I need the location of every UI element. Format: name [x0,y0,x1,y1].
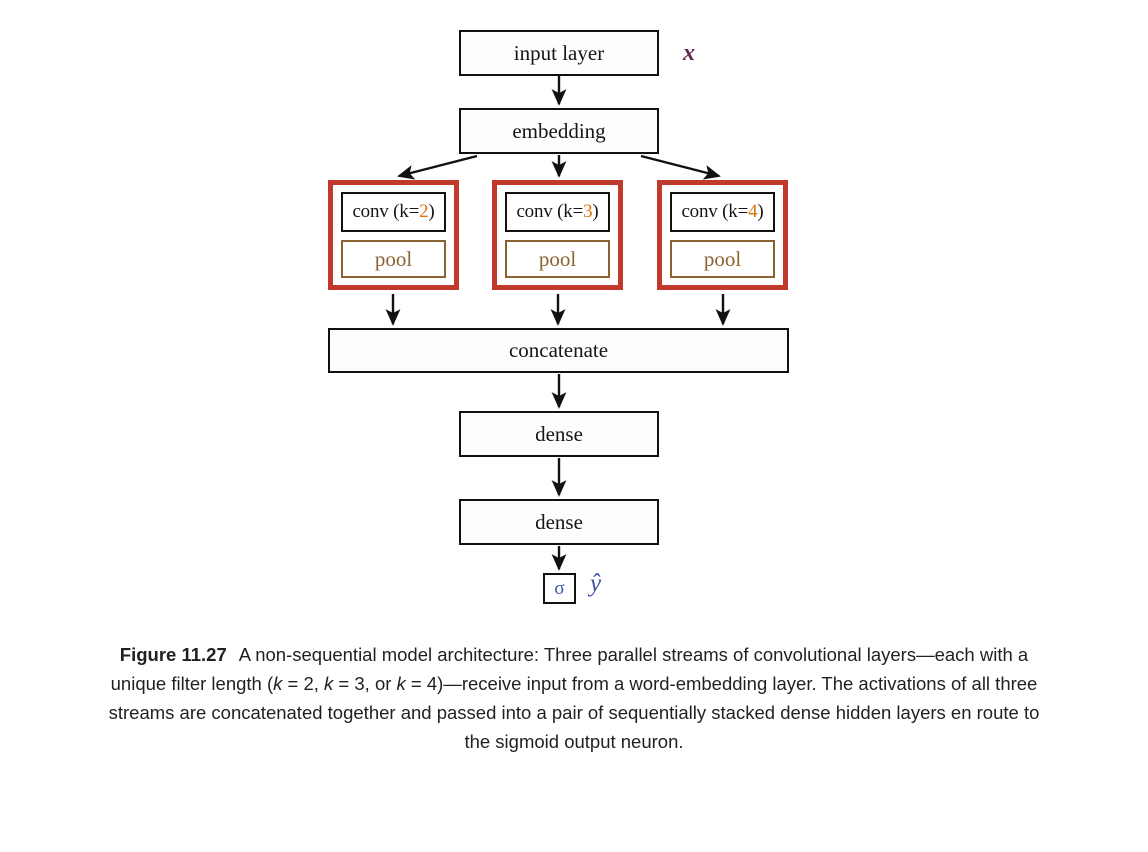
caption-k-3: k [396,673,406,694]
caption-line-2-c: = 3, or [333,673,397,694]
conv-label-prefix: conv (k= [352,201,420,222]
caption-line-3: input from a word-embedding layer. The a… [108,673,1038,723]
caption-line-1: A non-sequential model architecture: Thr… [238,644,749,665]
node-concatenate-label: concatenate [508,338,609,362]
conv-box-k3[interactable]: conv (k=3) [505,192,610,232]
pool-label: pool [374,246,413,271]
pool-box-k3[interactable]: pool [505,240,610,278]
conv-k-value: 2 [419,201,429,222]
caption-line-2-b: = 2, [282,673,325,694]
pool-box-k2[interactable]: pool [341,240,446,278]
conv-k-value: 4 [748,201,758,222]
conv-box-k4[interactable]: conv (k=4) [670,192,775,232]
node-sigmoid-output[interactable]: σ [543,573,576,604]
conv-label-prefix: conv (k= [516,201,584,222]
conv-stream-k2[interactable]: conv (k=2) pool [328,180,459,290]
caption-k-1: k [273,673,283,694]
node-embedding-label: embedding [512,118,606,143]
pool-label: pool [703,246,742,271]
figure-number: Figure 11.27 [119,644,227,665]
conv-label-suffix: ) [428,201,435,222]
caption-line-4: together and passed into a pair of seque… [327,702,1040,723]
pool-label: pool [538,246,577,271]
node-dense-1-label: dense [535,421,583,446]
node-dense-1[interactable]: dense [459,411,659,457]
node-concatenate[interactable]: concatenate [328,328,789,373]
caption-k-2: k [324,673,334,694]
node-input-layer[interactable]: input layer [459,30,659,76]
sigmoid-symbol: σ [554,577,565,599]
output-variable-label: ŷ [590,570,602,597]
arrow-embedding-to-stream-3 [640,154,721,180]
model-architecture-diagram: input layer x embedding conv (k=2) pool … [328,30,789,604]
node-embedding[interactable]: embedding [459,108,659,154]
conv-box-k2[interactable]: conv (k=2) [341,192,446,232]
conv-label-prefix: conv (k= [681,201,749,222]
node-input-layer-label: input layer [513,40,605,65]
node-dense-2-label: dense [535,509,583,534]
input-variable-label: x [683,40,695,66]
caption-line-2-a: convolutional layers—each with a unique … [110,644,1029,694]
conv-k-value: 3 [583,201,593,222]
conv-stream-k3[interactable]: conv (k=3) pool [492,180,623,290]
conv-stream-k4[interactable]: conv (k=4) pool [657,180,788,290]
caption-line-2-d: = 4)—receive [405,673,522,694]
node-dense-2[interactable]: dense [459,499,659,545]
caption-line-5: the sigmoid output neuron. [464,731,684,752]
figure-caption: Figure 11.27 A non-sequential model archi… [106,640,1042,756]
arrow-embedding-to-stream-1 [397,154,478,180]
conv-label-suffix: ) [592,201,599,222]
conv-label-suffix: ) [757,201,764,222]
pool-box-k4[interactable]: pool [670,240,775,278]
